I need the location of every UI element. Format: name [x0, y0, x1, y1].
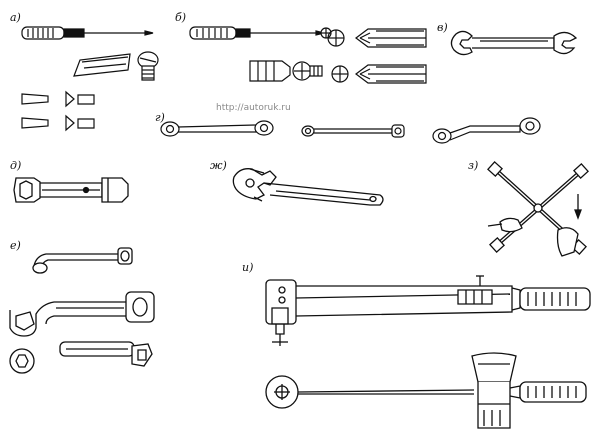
watermark-url: http://autoruk.ru	[216, 103, 291, 113]
box-wrench-offset	[160, 118, 275, 140]
label-zh: ж)	[210, 159, 227, 172]
l-socket-wrench-large	[6, 280, 156, 340]
box-wrench-straight	[300, 122, 410, 140]
label-z: з)	[468, 159, 479, 172]
hex-socket	[6, 346, 38, 376]
tip-profiles	[18, 88, 108, 138]
cross-wheel-wrench	[482, 160, 597, 265]
label-g: г)	[155, 111, 165, 124]
screwdriver-handle-screw	[246, 55, 326, 87]
torque-wrench-lower	[262, 348, 594, 440]
phillips-screwdriver	[188, 22, 333, 46]
l-socket-wrench-small	[30, 244, 145, 276]
label-b: б)	[175, 11, 187, 24]
label-i: и)	[242, 261, 254, 274]
adjustable-wrench	[230, 165, 390, 215]
label-v: в)	[437, 21, 448, 34]
torque-wrench-upper	[262, 272, 594, 350]
phillips-tip-detail	[326, 24, 431, 54]
phillips-tip-detail-lower	[330, 60, 430, 90]
label-e: е)	[10, 239, 21, 252]
open-end-wrench	[450, 28, 580, 58]
box-wrench-bent	[430, 112, 545, 148]
label-d: д)	[10, 159, 22, 172]
socket-extension	[58, 336, 158, 376]
blade-tip-detail	[72, 48, 167, 88]
tubular-socket-wrench	[12, 172, 130, 208]
flat-screwdriver	[20, 20, 160, 50]
label-a: а)	[10, 11, 21, 24]
